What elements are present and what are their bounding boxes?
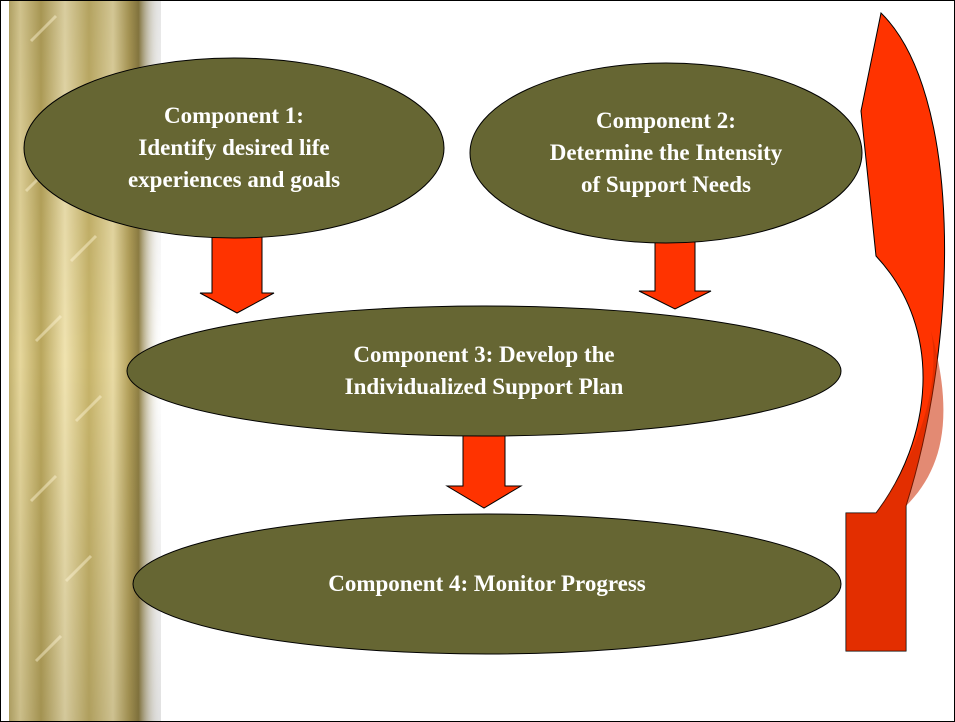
component-1-label: Component 1: Identify desired life experie… [24, 58, 444, 238]
curved-arrow-shading [846, 331, 944, 651]
component-3-label-line: Component 3: Develop the [353, 342, 615, 367]
arrow-component-1-to-3 [199, 235, 275, 314]
arrow-component-2-to-3 [638, 241, 712, 310]
component-4-label: Component 4: Monitor Progress [133, 514, 841, 654]
component-2-ellipse [469, 62, 863, 244]
component-2-label-line: Determine the Intensity [549, 140, 783, 165]
arrow-component-3-to-4 [445, 433, 523, 509]
component-2-label-line: of Support Needs [581, 172, 751, 197]
component-3-label-line: Individualized Support Plan [344, 374, 624, 399]
component-1-ellipse [23, 57, 445, 239]
component-1-label-line: Identify desired life [138, 135, 330, 160]
component-3-ellipse [126, 305, 842, 437]
component-4-ellipse [132, 513, 842, 655]
component-1-label-line: Component 1: [164, 103, 304, 128]
component-1-label-line: experiences and goals [127, 167, 341, 192]
component-2-label-line: Component 2: [596, 108, 736, 133]
component-2-label: Component 2: Determine the Intensity of Su… [470, 63, 862, 243]
component-4-label-line: Component 4: Monitor Progress [328, 571, 646, 596]
